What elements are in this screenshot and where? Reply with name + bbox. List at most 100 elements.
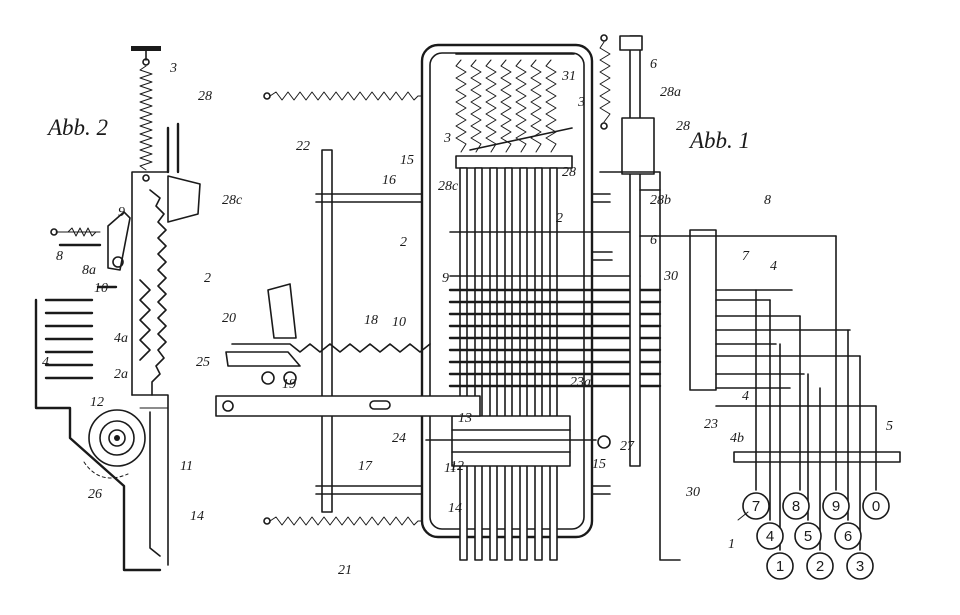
abb1-ref-label: 12 xyxy=(450,459,464,474)
abb1-ref-label: 16 xyxy=(382,173,396,188)
key-2[interactable] xyxy=(806,552,834,580)
crossbar-28c xyxy=(455,155,573,169)
abb2-ref-label: 14 xyxy=(190,509,204,524)
key-6[interactable] xyxy=(834,522,862,550)
abb1-ref-label: 28b xyxy=(650,193,671,208)
abb1-ref-label: 17 xyxy=(358,459,373,474)
spring-22 xyxy=(269,91,431,101)
abb1-ref-label: 23 xyxy=(704,417,718,432)
key-0[interactable] xyxy=(862,492,890,520)
return-spring-3 xyxy=(139,65,153,171)
abb1-ref-label: 20 xyxy=(222,311,236,326)
counter-block-11 xyxy=(451,415,571,467)
abb1-ref-label: 18 xyxy=(364,313,378,328)
abb1-ref-label: 2 xyxy=(400,235,407,250)
toothed-slide-2 xyxy=(131,171,169,396)
abb2-ref-label: 12 xyxy=(90,395,104,410)
abb1-ref-label: 3 xyxy=(577,95,585,110)
abb1-ref-label: 15 xyxy=(400,153,414,168)
abb1-ref-label: 25 xyxy=(196,355,210,370)
abb2-ref-label: 2 xyxy=(204,271,211,286)
bar-28 xyxy=(621,117,655,175)
key-4[interactable] xyxy=(756,522,784,550)
abb1-ref-label: 23a xyxy=(570,375,591,390)
lever-20 xyxy=(267,283,297,339)
abb1-ref-label: 14 xyxy=(448,501,462,516)
abb1-ref-label: 22 xyxy=(296,139,310,154)
number-keypad: 7 8 9 0 4 5 6 1 2 3 1 xyxy=(728,492,890,580)
key-3-label: 3 xyxy=(856,558,864,575)
key-bar-grid-10 xyxy=(448,231,662,388)
key-9[interactable] xyxy=(822,492,850,520)
key-6-label: 6 xyxy=(844,528,852,545)
abb1-ref-label: 6 xyxy=(650,233,657,248)
pawl-25 xyxy=(261,371,275,385)
abb1-ref-label: 19 xyxy=(282,377,296,392)
abb2-ref-label: 10 xyxy=(94,281,108,296)
abb1-ref-label: 4 xyxy=(742,389,749,404)
spring-anchor xyxy=(131,46,161,51)
key-2-label: 2 xyxy=(816,558,824,575)
key-bar-5 xyxy=(733,451,901,463)
abb1-ref-label: 7 xyxy=(742,249,750,264)
bar-30 xyxy=(659,189,681,561)
pawl-9 xyxy=(107,211,131,271)
key-5-label: 5 xyxy=(804,528,812,545)
abb1-ref-label: 28 xyxy=(562,165,576,180)
abb1-ref-label: 11 xyxy=(444,461,457,476)
abb2-ref-label: 8 xyxy=(56,249,63,264)
abb1-ref-label: 27 xyxy=(620,439,635,454)
spring-31 xyxy=(599,41,611,123)
abb2-ref-label: 9 xyxy=(118,205,125,220)
abb1-ref-label: 28a xyxy=(660,85,681,100)
abb1-ref-label: 21 xyxy=(338,563,352,578)
abb2-ref-label: 8a xyxy=(82,263,96,278)
abb1-ref-label: 24 xyxy=(392,431,406,446)
key-bar-stack-4 xyxy=(44,285,118,380)
abb1-ref-label: 2 xyxy=(556,211,563,226)
key-callout-label: 1 xyxy=(728,537,735,552)
abb2-ref-label: 28c xyxy=(222,193,243,208)
housing-14 xyxy=(34,298,162,572)
abb2-title: Abb. 2 xyxy=(46,115,108,140)
abb2-ref-label: 26 xyxy=(88,487,102,502)
abb1-title: Abb. 1 xyxy=(688,128,750,153)
key-7-label: 7 xyxy=(752,498,760,515)
abb1-ref-label: 15 xyxy=(592,457,606,472)
slides-2 xyxy=(459,167,558,561)
key-8[interactable] xyxy=(782,492,810,520)
figure-abb1: Abb. 1 xyxy=(215,34,901,561)
bar-24 xyxy=(215,395,481,417)
counter-wheel-12 xyxy=(88,409,146,467)
abb2-ref-label: 4 xyxy=(42,355,49,370)
abb2-ref-label: 28 xyxy=(198,89,212,104)
key-1[interactable] xyxy=(766,552,794,580)
spring-array-3 xyxy=(455,59,557,153)
key-8-label: 8 xyxy=(792,498,800,515)
key-5[interactable] xyxy=(794,522,822,550)
spring-21 xyxy=(269,516,431,526)
guide-28c xyxy=(167,175,201,223)
abb2-ref-label: 4a xyxy=(114,331,128,346)
abb1-ref-label: 28c xyxy=(438,179,459,194)
figure-abb2: Abb. 2 xyxy=(34,46,201,572)
pivot-27 xyxy=(597,435,611,449)
abb1-ref-label: 6 xyxy=(650,57,657,72)
key-3[interactable] xyxy=(846,552,874,580)
column-6 xyxy=(629,35,641,467)
abb2-ref-label: 11 xyxy=(180,459,193,474)
key-levers-4 xyxy=(639,235,877,407)
key-7[interactable] xyxy=(742,492,770,520)
side-rail xyxy=(321,149,333,513)
key-9-label: 9 xyxy=(832,498,840,515)
abb2-ref-label: 3 xyxy=(169,61,177,76)
abb1-ref-label: 30 xyxy=(663,269,678,284)
abb1-ref-label: 3 xyxy=(443,131,451,146)
key-1-label: 1 xyxy=(776,558,784,575)
rack-18 xyxy=(231,343,431,353)
abb1-ref-label: 9 xyxy=(442,271,449,286)
abb1-ref-label: 4b xyxy=(730,431,744,446)
